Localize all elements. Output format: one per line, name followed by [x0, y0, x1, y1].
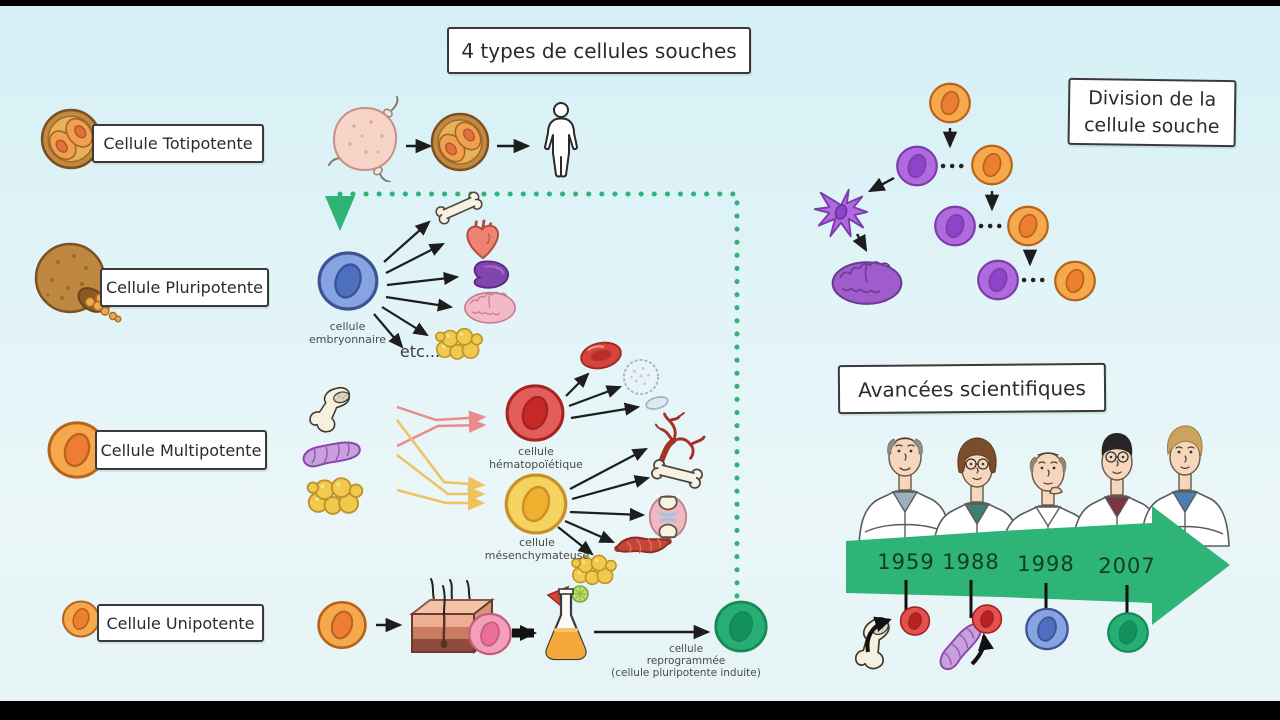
totipotent-label: Cellule Totipotente — [103, 134, 253, 153]
scientist-1 — [858, 437, 952, 547]
discovery-1998-cell-icon — [1025, 607, 1069, 651]
mesenchymal-cell-illustration — [504, 473, 568, 535]
mesenchymal-differentiation-arrows — [557, 447, 651, 556]
division-title-box: Division de la cellule souche — [1067, 77, 1237, 148]
pluripotent-differentiation-arrows — [373, 220, 460, 349]
top-letterbox-bar — [0, 0, 1280, 6]
reprogrammed-cell-label: cellule reprogrammée (cellule pluripoten… — [611, 643, 761, 680]
label-box-unipotent: Cellule Unipotente — [97, 604, 264, 642]
mesenchymal-source-lines — [396, 419, 486, 511]
brain-purple-icon — [831, 260, 903, 305]
discovery-1959-cell-icon — [899, 606, 931, 636]
skin-cell-illustration — [468, 612, 512, 656]
hematopoietic-cell-label: cellule hématopoïétique — [489, 445, 583, 471]
discovery-2007-cell-icon — [1107, 612, 1149, 653]
white-blood-cell-icon — [622, 358, 660, 396]
timeline-arrow — [846, 506, 1230, 625]
hematopoietic-cell-illustration — [505, 384, 565, 442]
bone-marrow-icon — [309, 386, 352, 433]
brain-pink-icon — [464, 291, 516, 324]
unipotent-source-cell-illustration — [317, 600, 367, 650]
discovery-1959-bone-icon — [844, 614, 902, 675]
multipotent-label: Cellule Multipotente — [100, 440, 262, 460]
hematopoietic-differentiation-arrows — [565, 372, 641, 420]
unipotent-label: Cellule Unipotente — [106, 613, 255, 633]
red-blood-cell-icon — [578, 340, 624, 371]
advances-title-box: Avancées scientifiques — [837, 362, 1107, 415]
division-title-line2: cellule souche — [1083, 113, 1220, 138]
mesenchymal-cell-label: cellule mésenchymateuse — [484, 536, 590, 562]
bone-target-icon — [649, 458, 705, 490]
heart-icon — [465, 219, 500, 260]
label-box-pluripotent: Cellule Pluripotente — [100, 268, 269, 307]
timeline-year-2007: 2007 — [1098, 554, 1156, 578]
advances-title: Avancées scientifiques — [858, 375, 1086, 402]
fertilized-egg-illustration — [328, 96, 399, 182]
timeline-year-1998: 1998 — [1017, 552, 1075, 576]
division-title-line1: Division de la — [1088, 87, 1217, 111]
unipotent-cell-icon — [61, 600, 101, 638]
title-box: 4 types de cellules souches — [447, 27, 751, 74]
arrow-muscle-to-cell-1988 — [970, 633, 994, 666]
kidney-icon — [473, 260, 510, 289]
human-silhouette-illustration — [544, 102, 578, 178]
label-box-multipotent: Cellule Multipotente — [95, 430, 267, 470]
platelet-icon — [644, 395, 670, 411]
joint-cartilage-icon — [648, 495, 688, 539]
pluripotent-label: Cellule Pluripotente — [106, 278, 263, 297]
timeline-year-1988: 1988 — [942, 550, 1000, 574]
embryonic-cell-label: cellule embryonnaire — [308, 320, 387, 346]
reprogramming-loop-dotted-path — [325, 191, 740, 599]
hematopoietic-source-lines — [396, 405, 487, 448]
arrow-bone-to-cell-1959 — [865, 616, 892, 653]
blood-vessel-icon — [656, 413, 704, 460]
two-cell-embryo-illustration — [430, 112, 490, 172]
etc-label: etc... — [399, 342, 441, 361]
bottom-letterbox-bar — [0, 701, 1280, 720]
discovery-1988-cell-icon — [971, 604, 1003, 634]
muscle-purple-icon — [302, 441, 361, 468]
fat-source-icon — [306, 477, 364, 515]
reprogramming-flask-illustration — [544, 584, 590, 661]
page-title: 4 types de cellules souches — [461, 38, 737, 63]
stem-cell-division-tree — [852, 82, 1096, 302]
label-box-totipotent: Cellule Totipotente — [92, 124, 264, 163]
timeline-year-1959: 1959 — [877, 550, 935, 574]
embryonic-stem-cell-illustration — [317, 251, 379, 311]
neuron-icon — [813, 188, 869, 238]
